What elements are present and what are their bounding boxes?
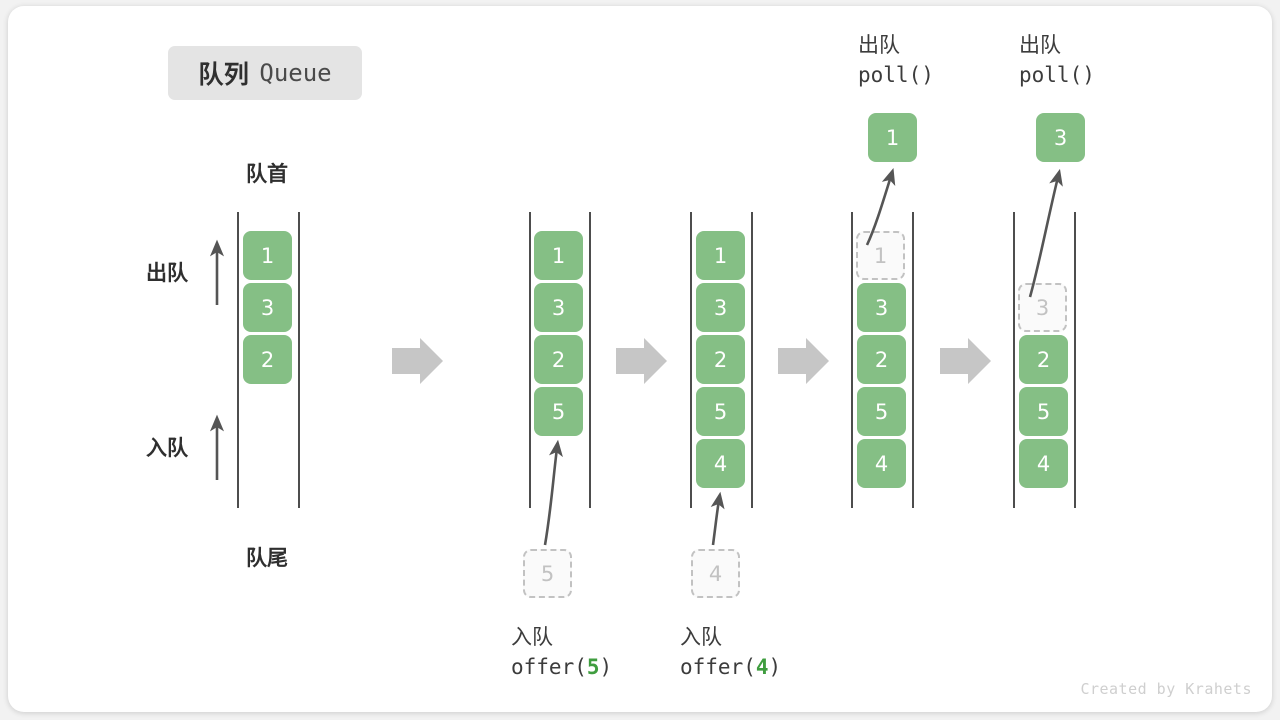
queue-item: 2 bbox=[1019, 335, 1068, 384]
queue-item: 2 bbox=[696, 335, 745, 384]
op-code-suffix: ) bbox=[599, 655, 613, 679]
op-code-offer5: offer(5) bbox=[511, 655, 612, 679]
queue-rail-left-5 bbox=[1013, 212, 1015, 508]
op-code-value: 4 bbox=[755, 655, 769, 679]
queue-item: 5 bbox=[696, 387, 745, 436]
watermark-credit: Created by Krahets bbox=[1080, 680, 1252, 698]
queue-item: 4 bbox=[1019, 439, 1068, 488]
op-code-offer4: offer(4) bbox=[680, 655, 781, 679]
op-code-prefix: offer( bbox=[511, 655, 587, 679]
enqueue-side-label: 入队 bbox=[146, 436, 188, 460]
queue-item: 2 bbox=[857, 335, 906, 384]
op-label-cn-offer5: 入队 bbox=[511, 625, 553, 649]
op-code-poll1: poll() bbox=[858, 63, 934, 87]
queue-rail-left-4 bbox=[851, 212, 853, 508]
queue-item: 1 bbox=[534, 231, 583, 280]
queue-tail-label: 队尾 bbox=[246, 546, 288, 570]
queue-head-label: 队首 bbox=[246, 162, 288, 186]
incoming-ghost-box: 4 bbox=[691, 549, 740, 598]
queue-rail-right-2 bbox=[589, 212, 591, 508]
op-label-cn-poll3: 出队 bbox=[1019, 33, 1061, 57]
op-code-prefix: offer( bbox=[680, 655, 756, 679]
incoming-ghost-box: 5 bbox=[523, 549, 572, 598]
queue-item: 3 bbox=[857, 283, 906, 332]
queue-rail-right-4 bbox=[912, 212, 914, 508]
queue-rail-left-1 bbox=[237, 212, 239, 508]
queue-item: 4 bbox=[857, 439, 906, 488]
queue-item-new: 5 bbox=[534, 387, 583, 436]
queue-rail-right-5 bbox=[1074, 212, 1076, 508]
queue-item: 1 bbox=[696, 231, 745, 280]
op-label-cn-offer4: 入队 bbox=[680, 625, 722, 649]
popped-item: 1 bbox=[868, 113, 917, 162]
queue-item: 5 bbox=[1019, 387, 1068, 436]
op-label-cn-poll1: 出队 bbox=[858, 33, 900, 57]
queue-rail-right-1 bbox=[298, 212, 300, 508]
op-code-suffix: ) bbox=[768, 655, 782, 679]
queue-item: 3 bbox=[534, 283, 583, 332]
title-badge: 队列 Queue bbox=[168, 46, 362, 100]
queue-item-new: 4 bbox=[696, 439, 745, 488]
queue-rail-right-3 bbox=[751, 212, 753, 508]
queue-item: 3 bbox=[243, 283, 292, 332]
title-cn: 队列 bbox=[198, 60, 250, 89]
op-code-poll3: poll() bbox=[1019, 63, 1095, 87]
queue-item: 2 bbox=[534, 335, 583, 384]
queue-item: 1 bbox=[243, 231, 292, 280]
queue-rail-left-2 bbox=[529, 212, 531, 508]
diagram-card bbox=[8, 6, 1272, 712]
outgoing-ghost-box: 1 bbox=[856, 231, 905, 280]
op-code-value: 5 bbox=[586, 655, 600, 679]
queue-rail-left-3 bbox=[690, 212, 692, 508]
popped-item: 3 bbox=[1036, 113, 1085, 162]
title-en: Queue bbox=[259, 59, 332, 87]
outgoing-ghost-box: 3 bbox=[1018, 283, 1067, 332]
queue-item: 2 bbox=[243, 335, 292, 384]
queue-item: 5 bbox=[857, 387, 906, 436]
queue-item: 3 bbox=[696, 283, 745, 332]
dequeue-side-label: 出队 bbox=[146, 261, 188, 285]
